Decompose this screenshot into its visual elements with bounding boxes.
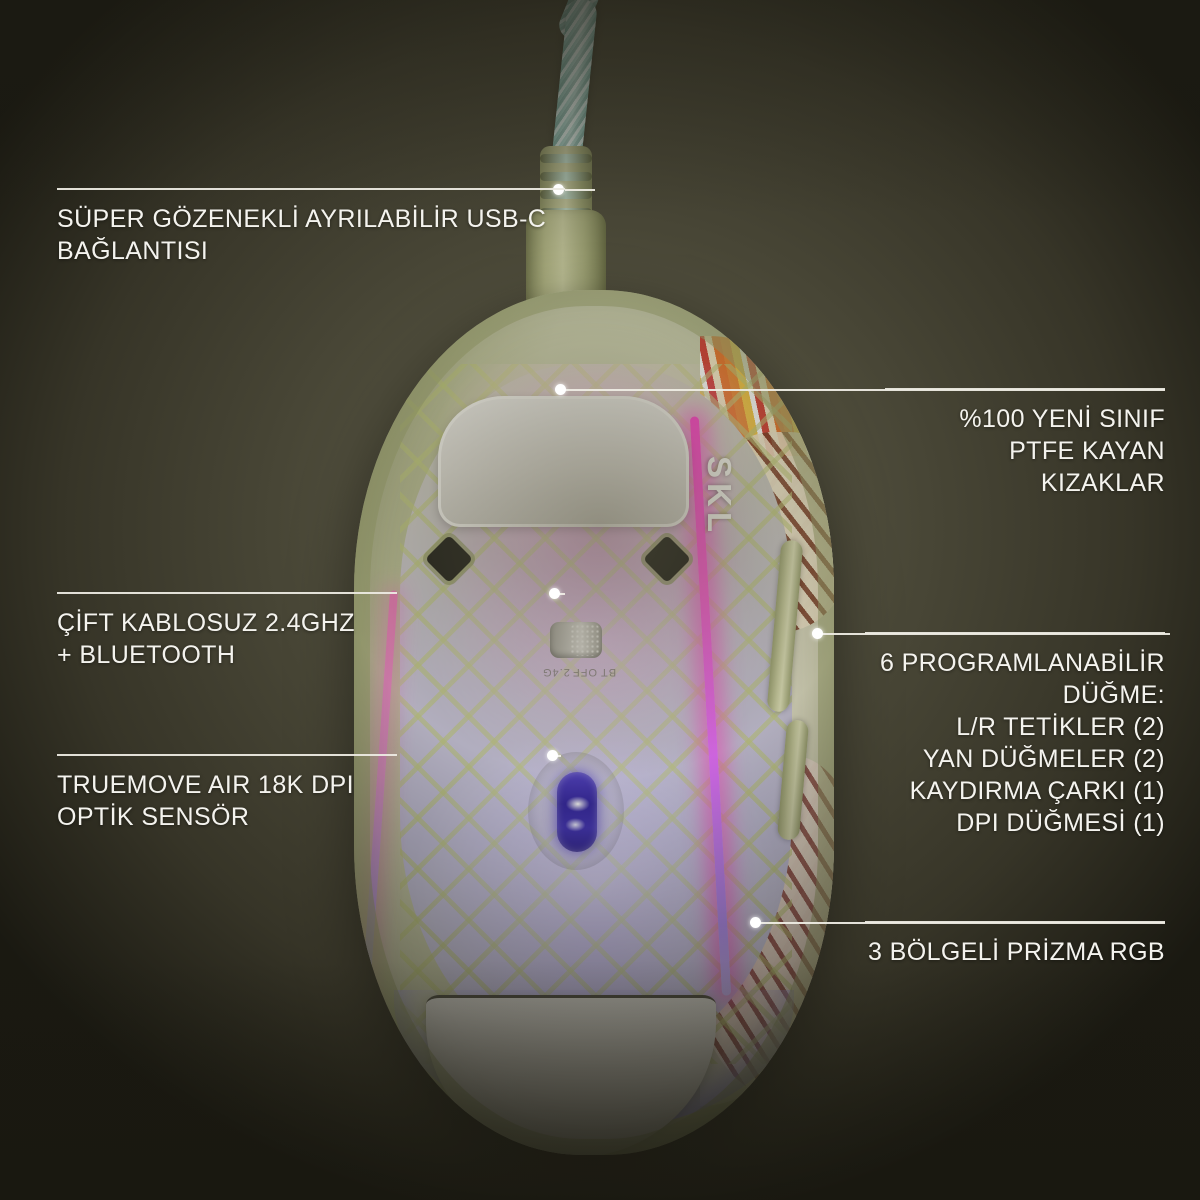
callout-rule [57,188,565,190]
callout-rule [885,388,1165,390]
callout-rgb: 3 BÖLGELİ PRİZMA RGB [865,921,1165,968]
leader-line-ptfe [565,389,1165,391]
leader-line-usb-c [565,189,595,191]
callout-wireless: ÇİFT KABLOSUZ 2.4GHZ + BLUETOOTH [57,592,397,671]
callout-sensor-text: TRUEMOVE AIR 18K DPI OPTİK SENSÖR [57,771,354,831]
callout-rule [57,754,397,756]
callout-buttons: 6 PROGRAMLANABİLİR DÜĞME: L/R TETİKLER (… [865,632,1165,839]
callout-ptfe: %100 YENİ SINIF PTFE KAYAN KIZAKLAR [885,388,1165,499]
callout-rule [865,921,1165,923]
callout-wireless-text: ÇİFT KABLOSUZ 2.4GHZ + BLUETOOTH [57,609,355,669]
callout-ptfe-text: %100 YENİ SINIF PTFE KAYAN KIZAKLAR [959,405,1165,497]
callout-sensor: TRUEMOVE AIR 18K DPI OPTİK SENSÖR [57,754,397,833]
callout-rule [57,592,397,594]
leader-line-wireless [555,593,565,595]
leader-dot-sensor [547,750,558,761]
leader-line-rgb [760,922,1165,924]
callout-usb-c-text: SÜPER GÖZENEKLİ AYRILABİLİR USB-C BAĞLAN… [57,205,547,265]
leader-dot-buttons [812,628,823,639]
callout-rgb-text: 3 BÖLGELİ PRİZMA RGB [868,938,1165,966]
leader-line-buttons [820,633,1170,635]
callout-buttons-text: 6 PROGRAMLANABİLİR DÜĞME: L/R TETİKLER (… [879,649,1165,837]
leader-dot-rgb [750,917,761,928]
callout-usb-c: SÜPER GÖZENEKLİ AYRILABİLİR USB-C BAĞLAN… [57,188,565,267]
leader-dot-wireless [549,588,560,599]
callout-rule [865,632,1165,634]
leader-dot-ptfe [555,384,566,395]
